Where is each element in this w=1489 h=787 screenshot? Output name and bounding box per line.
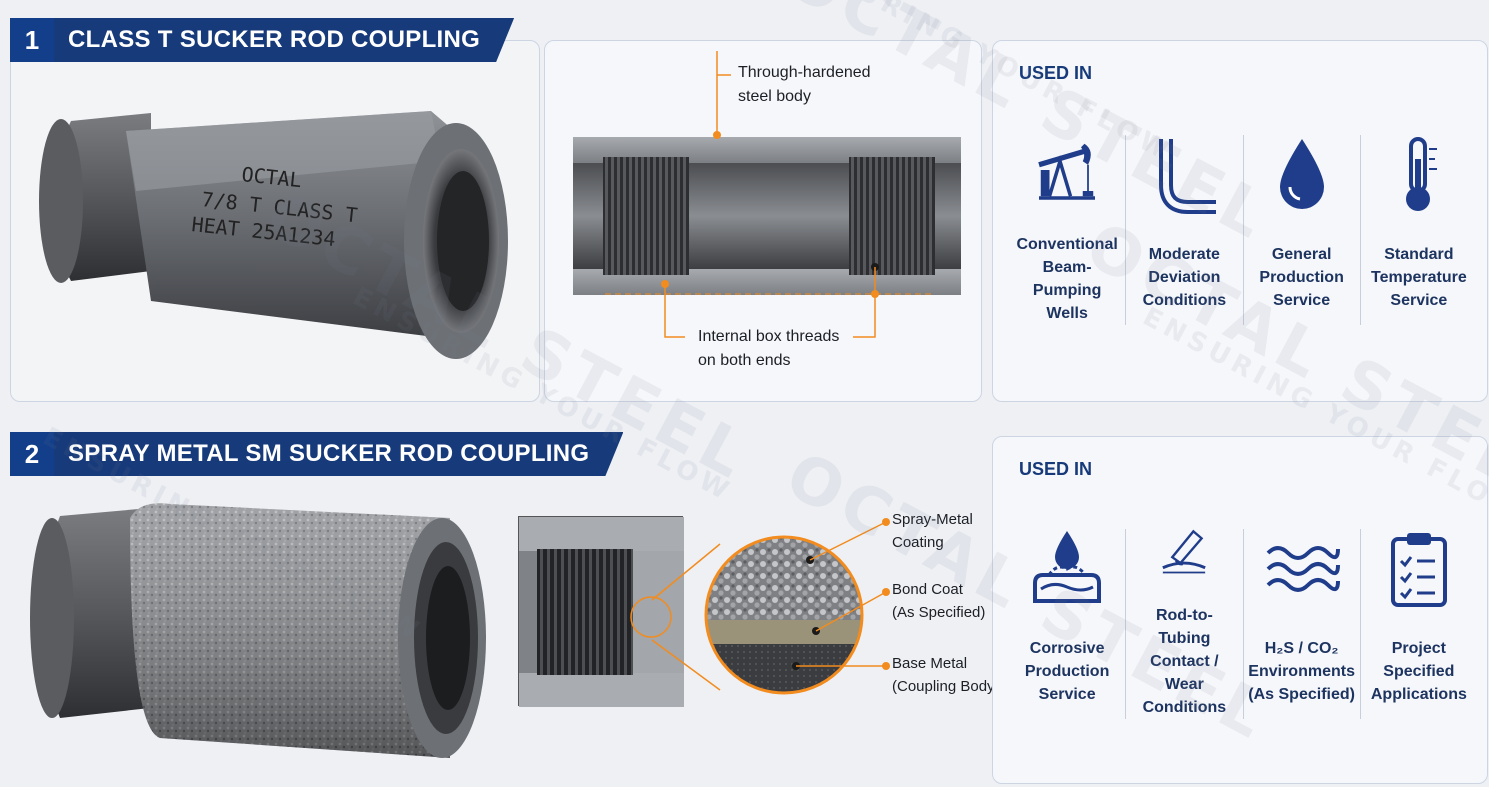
spray-metal-cross-section — [518, 516, 684, 707]
class-t-cross-section — [573, 51, 961, 338]
callout-spray-metal-coating: Spray-Metal Coating — [892, 511, 973, 551]
use-item: General Production Service — [1242, 135, 1360, 325]
thermometer-icon — [1405, 137, 1437, 211]
use-item: Rod-to-Tubing Contact / Wear Conditions — [1125, 529, 1242, 719]
use-item: Corrosive Production Service — [1009, 529, 1125, 719]
spray-metal-product-area — [10, 478, 515, 783]
use-item: H₂S / CO₂ Environments (As Specified) — [1242, 529, 1360, 719]
class-t-coupling-illustration: OCTAL 7/8 T CLASS T HEAT 25A1234 — [39, 111, 508, 359]
spray-metal-section-illustration — [519, 517, 684, 707]
use-label: Rod-to-Tubing Contact / Wear Conditions — [1142, 607, 1227, 716]
clipboard-checklist-icon — [1390, 533, 1447, 607]
callout-steel-body: Through-hardened steel body — [738, 64, 871, 105]
pumpjack-icon — [1038, 143, 1096, 200]
callout-internal-threads: Internal box threads on both ends — [698, 328, 840, 369]
rod-tubing-contact-icon — [1162, 529, 1207, 574]
use-label: Project Specified Applications — [1370, 640, 1467, 703]
section-2-number: 2 — [10, 432, 54, 476]
use-item: Standard Temperature Service — [1359, 135, 1477, 325]
section-2-header: 2 SPRAY METAL SM SUCKER ROD COUPLING — [10, 432, 623, 476]
use-label: Conventional Beam-Pumping Wells — [1016, 236, 1118, 322]
class-t-product-panel: OCTAL 7/8 T CLASS T HEAT 25A1234 — [10, 40, 540, 402]
use-label: H₂S / CO₂ Environments (As Specified) — [1248, 640, 1355, 703]
spray-metal-uses-list: Corrosive Production Service Rod-to-Tubi… — [1009, 529, 1477, 719]
section-1-header: 1 CLASS T SUCKER ROD COUPLING — [10, 18, 514, 62]
used-in-title: USED IN — [1019, 459, 1093, 479]
section-1-number: 1 — [10, 18, 54, 62]
use-item: Conventional Beam-Pumping Wells — [1009, 135, 1125, 325]
use-item: Moderate Deviation Conditions — [1125, 135, 1242, 325]
section-class-t: 1 CLASS T SUCKER ROD COUPLING — [10, 18, 1488, 402]
oil-drop-icon — [1279, 139, 1324, 209]
callout-bond-coat: Bond Coat (As Specified) — [892, 581, 986, 621]
corrosion-drop-icon — [1033, 531, 1102, 603]
class-t-used-in-panel: USED IN Conventional Beam-Pumping Wells — [992, 40, 1488, 402]
use-label: Corrosive Production Service — [1024, 640, 1110, 703]
deviated-pipe-icon — [1159, 139, 1217, 214]
use-label: Standard Temperature Service — [1371, 246, 1467, 309]
class-t-cross-section-panel: Through-hardened steel body Internal box… — [544, 40, 982, 402]
section-2-title: SPRAY METAL SM SUCKER ROD COUPLING — [54, 432, 623, 476]
section-1-title: CLASS T SUCKER ROD COUPLING — [54, 18, 514, 62]
use-label: General Production Service — [1259, 246, 1344, 309]
class-t-uses-list: Conventional Beam-Pumping Wells Moderate… — [1009, 135, 1477, 325]
used-in-title: USED IN — [1019, 63, 1093, 83]
magnifier-callout-lines — [651, 518, 890, 695]
section-spray-metal: 2 SPRAY METAL SM SUCKER ROD COUPLING — [0, 430, 1489, 787]
waves-icon — [1266, 546, 1340, 592]
callout-base-metal: Base Metal (Coupling Body) — [892, 655, 1000, 695]
use-item: Project Specified Applications — [1359, 529, 1477, 719]
use-label: Moderate Deviation Conditions — [1142, 246, 1227, 309]
spray-metal-used-in-panel: USED IN Corrosive Production Service — [992, 436, 1488, 784]
spray-metal-coupling-illustration — [30, 503, 486, 758]
